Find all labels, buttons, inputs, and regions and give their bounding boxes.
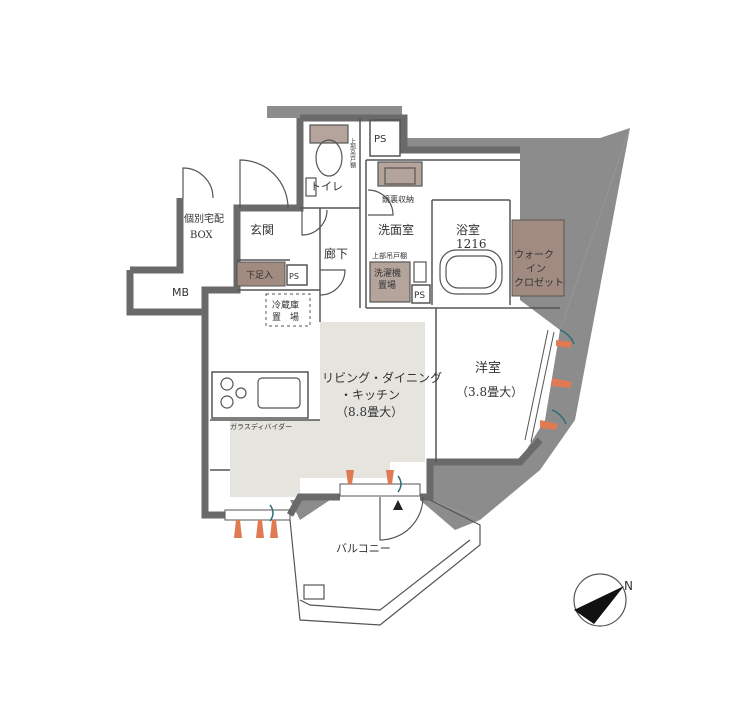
label-delivery-box-1: 個別宅配 — [184, 212, 224, 225]
wall-top — [300, 114, 520, 154]
wall-bottom-right — [420, 437, 543, 501]
room-labels: トイレ 上部吊戸棚 PS 鏡裏収納 洗面室 浴室 1216 上部吊戸棚 洗濯機 … — [172, 134, 564, 555]
label-shoe-box: 下足入 — [246, 270, 273, 281]
label-washroom: 洗面室 — [378, 222, 414, 237]
window-western — [524, 329, 549, 441]
bathtub-icon — [439, 249, 503, 295]
washer-space — [369, 261, 411, 303]
window-balcony — [339, 483, 421, 497]
toilet-bowl-icon — [315, 139, 343, 177]
wall-bottom-mid — [286, 493, 340, 517]
label-glass-divider: ガラスディバイダー — [230, 422, 292, 431]
compass: N — [573, 573, 633, 627]
label-walkin-2: イン — [526, 264, 546, 275]
label-delivery-box-2: BOX — [190, 230, 214, 241]
vent-marks — [234, 329, 575, 538]
label-ps-top: PS — [374, 134, 386, 145]
wall-left — [201, 118, 304, 519]
label-bath-size: 1216 — [456, 237, 487, 251]
label-ps-wash: PS — [414, 291, 425, 301]
walkin-closet-area — [511, 219, 565, 297]
shoe-box-area — [236, 261, 286, 287]
label-hallway: 廊下 — [324, 246, 348, 261]
north-arrow-icon — [574, 586, 624, 624]
fridge-space — [265, 293, 311, 327]
balcony-edge — [290, 500, 480, 530]
label-ps-entrance: PS — [289, 272, 299, 281]
toilet-paper-icon — [305, 177, 317, 197]
balcony-outline — [289, 499, 481, 626]
label-fridge-1: 冷蔵庫 — [272, 299, 299, 311]
wash-fixtures — [369, 161, 503, 303]
label-fridge-2: 置 場 — [272, 311, 299, 323]
ps-wash-box — [411, 284, 431, 304]
label-entrance: 玄関 — [250, 222, 274, 237]
kitchen-counter — [211, 371, 309, 419]
balcony-door-icon — [379, 496, 424, 541]
wash-door-icon — [367, 189, 394, 216]
label-washer-2: 置場 — [378, 279, 396, 291]
hall-door-icon — [319, 269, 346, 296]
label-ldk-3: （8.8畳大） — [336, 405, 403, 419]
neighbor-block-top-right — [404, 128, 630, 330]
bathtub-inner — [445, 255, 497, 289]
label-ldk-1: リビング・ダイニング — [322, 370, 442, 385]
compass-label: N — [624, 579, 633, 593]
wall-mb — [126, 270, 205, 316]
label-upper-shelf-wash: 上部吊戸棚 — [372, 251, 407, 260]
label-walkin-3: クロゼット — [514, 277, 564, 289]
ps-entrance-box — [286, 264, 308, 286]
entrance-door-icon — [239, 159, 289, 209]
neighbor-block-right — [430, 128, 630, 520]
label-western-size: （3.8畳大） — [456, 385, 523, 399]
wall-box — [130, 198, 184, 274]
toilet-door-icon — [301, 209, 328, 236]
label-bath: 浴室 — [456, 222, 480, 237]
toilet-fixture — [305, 124, 349, 197]
entry-arrow-icon — [393, 500, 403, 510]
stove-icon — [220, 377, 301, 409]
label-ldk-2: ・キッチン — [340, 388, 400, 402]
walls — [126, 114, 543, 519]
towel-rack-icon — [413, 261, 427, 283]
label-mb: MB — [172, 286, 189, 299]
label-washer-1: 洗濯機 — [374, 267, 401, 279]
label-toilet: トイレ — [310, 180, 343, 193]
label-walkin-1: ウォーク — [514, 249, 554, 261]
compass-ring — [573, 573, 627, 627]
doors — [182, 159, 424, 541]
windows — [224, 329, 555, 521]
label-upper-shelf-toilet: 上部吊戸棚 — [349, 137, 356, 169]
box-door-icon — [182, 167, 214, 199]
window-ldk — [224, 509, 291, 521]
ps-top-box — [369, 119, 401, 157]
toilet-tank — [309, 124, 349, 144]
label-western-room: 洋室 — [475, 360, 501, 376]
ldk-floor — [230, 322, 425, 497]
sink-basin-icon — [384, 167, 416, 185]
label-balcony: バルコニー — [336, 542, 391, 555]
kitchen-sink-icon — [257, 377, 301, 409]
label-mirror-storage: 鏡裏収納 — [382, 194, 414, 204]
